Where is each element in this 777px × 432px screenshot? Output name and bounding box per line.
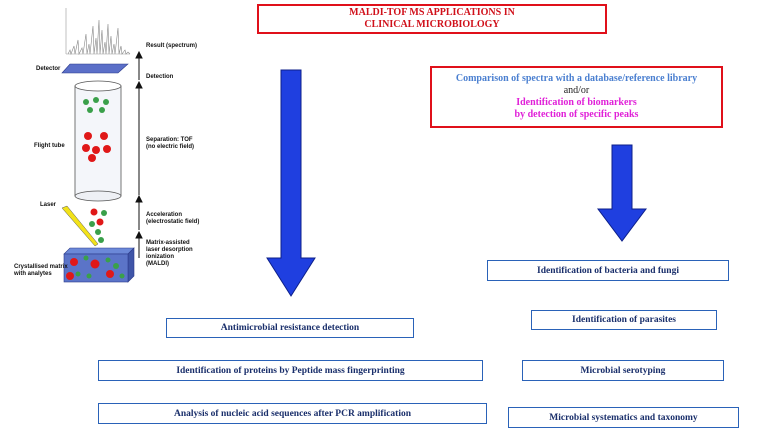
- app-nucleic-acid: Analysis of nucleic acid sequences after…: [98, 403, 487, 424]
- matrix-line-1: Crystallised matrix: [14, 264, 68, 270]
- comparison-line-4: by detection of specific peaks: [514, 109, 639, 120]
- ions-accelerating: [89, 208, 107, 243]
- right-down-arrow: [597, 144, 647, 242]
- acceleration-label: Acceleration (electrostatic field): [146, 212, 199, 226]
- matrix-plate: [63, 247, 135, 283]
- maldi-line-2: laser desorption: [146, 247, 193, 253]
- app-antimicrobial-resistance: Antimicrobial resistance detection: [166, 318, 414, 338]
- laser-beam: [61, 205, 99, 247]
- app-bacteria-fungi: Identification of bacteria and fungi: [487, 260, 729, 281]
- separation-label: Separation: TOF (no electric field): [146, 137, 194, 151]
- left-down-arrow: [266, 69, 316, 297]
- detector-label: Detector: [36, 66, 61, 72]
- matrix-label: Crystallised matrix with analytes: [14, 264, 68, 278]
- ions-in-tube: [82, 97, 111, 162]
- laser-label: Laser: [40, 202, 57, 208]
- title-line-1: MALDI-TOF MS APPLICATIONS IN: [349, 7, 515, 18]
- schematic-graphic: [61, 8, 143, 283]
- title-line-2: CLINICAL MICROBIOLOGY: [364, 19, 500, 30]
- maldi-line-3: ionization: [146, 254, 174, 260]
- maldi-label: Matrix-assisted laser desorption ionizat…: [146, 240, 193, 268]
- comparison-line-1: Comparison of spectra with a database/re…: [455, 73, 698, 84]
- detection-label: Detection: [146, 74, 174, 80]
- process-arrows: [135, 50, 143, 258]
- separation-line-2: (no electric field): [146, 144, 195, 150]
- app-peptide-fingerprinting: Identification of proteins by Peptide ma…: [98, 360, 483, 381]
- result-label: Result (spectrum): [146, 43, 198, 49]
- title-box: MALDI-TOF MS APPLICATIONS IN CLINICAL MI…: [257, 4, 607, 34]
- matrix-line-2: with analytes: [14, 271, 52, 277]
- spectrum-plot: [65, 8, 131, 56]
- maldi-line-4: (MALDI): [146, 261, 169, 267]
- flight-tube: [74, 80, 122, 202]
- comparison-line-2: and/or: [563, 85, 590, 96]
- flight-tube-label: Flight tube: [34, 143, 65, 149]
- maldi-line-1: Matrix-assisted: [146, 240, 190, 246]
- comparison-line-3: Identification of biomarkers: [516, 97, 637, 108]
- separation-line-1: Separation: TOF: [146, 137, 193, 143]
- acceleration-line-1: Acceleration: [146, 212, 183, 218]
- acceleration-line-2: (electrostatic field): [146, 219, 200, 225]
- app-systematics: Microbial systematics and taxonomy: [508, 407, 739, 428]
- comparison-box: Comparison of spectra with a database/re…: [430, 66, 723, 128]
- app-serotyping: Microbial serotyping: [522, 360, 724, 381]
- detector-plate: [61, 63, 129, 74]
- app-parasites: Identification of parasites: [531, 310, 717, 330]
